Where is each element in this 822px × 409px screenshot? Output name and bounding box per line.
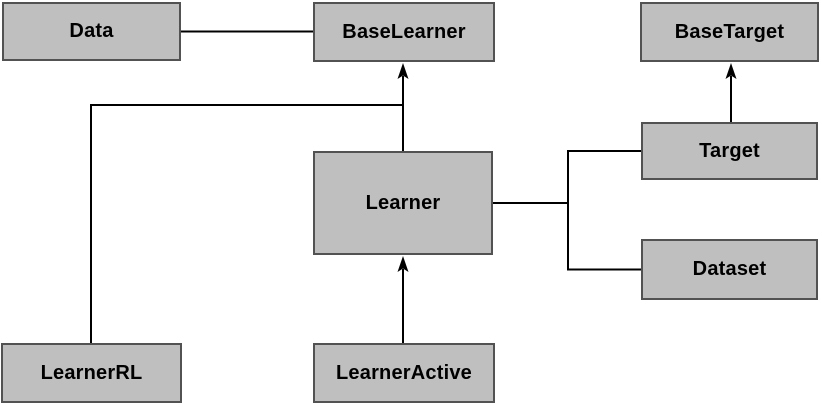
- node-baselearner-label: BaseLearner: [342, 20, 466, 43]
- node-data: Data: [2, 2, 181, 61]
- node-dataset: Dataset: [641, 239, 818, 300]
- node-learnerrl-label: LearnerRL: [40, 361, 143, 384]
- node-learneractive-label: LearnerActive: [336, 361, 472, 384]
- edge-learnerrl-baselearner: [90, 104, 403, 343]
- arrowhead-basetarget: [725, 63, 737, 79]
- node-learner-label: Learner: [365, 191, 441, 214]
- node-learnerrl: LearnerRL: [1, 343, 182, 403]
- arrowhead-learner: [397, 256, 409, 272]
- node-baselearner: BaseLearner: [313, 2, 495, 62]
- edge-learner-bracket: [493, 150, 641, 271]
- node-basetarget: BaseTarget: [640, 2, 819, 62]
- node-learner: Learner: [313, 151, 493, 255]
- arrowhead-baselearner: [397, 63, 409, 79]
- node-dataset-label: Dataset: [692, 258, 767, 280]
- node-target-label: Target: [699, 139, 760, 162]
- node-learneractive: LearnerActive: [313, 343, 495, 403]
- node-data-label: Data: [69, 20, 114, 42]
- node-target: Target: [641, 122, 818, 180]
- node-basetarget-label: BaseTarget: [674, 20, 785, 43]
